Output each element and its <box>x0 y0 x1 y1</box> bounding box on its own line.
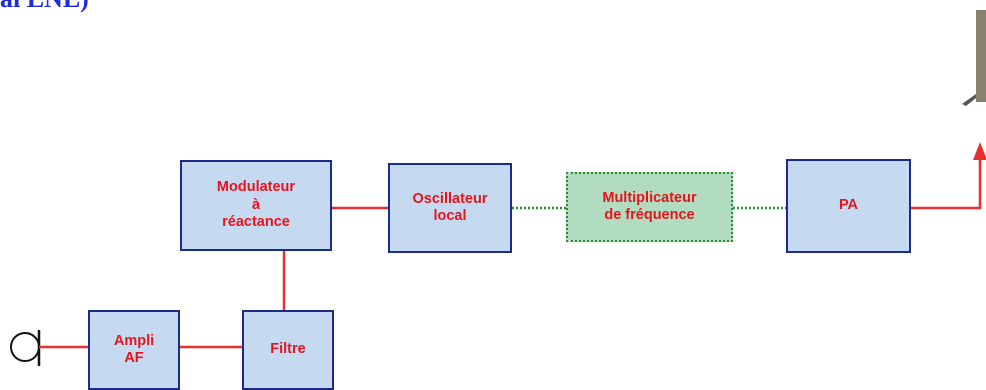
diagram-connections <box>10 10 986 366</box>
modulateur-block: Modulateur à réactance <box>180 160 332 251</box>
antenna-icon <box>962 10 986 106</box>
pa-block: PA <box>786 159 911 253</box>
wire-pa-antenna <box>911 150 982 210</box>
multiplicateur-block: Multiplicateur de fréquence <box>566 172 733 242</box>
arrow-up-icon <box>973 142 986 160</box>
microphone-icon <box>10 330 41 366</box>
ampli-block: Ampli AF <box>88 310 180 390</box>
cropped-title-fragment: ai LNL) <box>0 0 89 14</box>
filtre-block: Filtre <box>242 310 334 390</box>
oscillateur-block: Oscillateur local <box>388 163 512 253</box>
